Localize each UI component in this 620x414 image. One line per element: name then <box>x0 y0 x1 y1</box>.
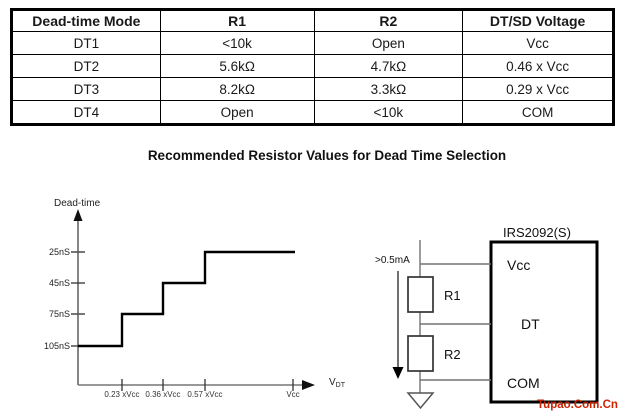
cell-mode: DT4 <box>11 100 161 125</box>
cell-voltage: 0.46 x Vcc <box>462 54 614 78</box>
pin-label-dt: DT <box>521 316 540 332</box>
y-tick-label: 105nS <box>43 341 70 351</box>
dead-time-graph <box>71 209 315 391</box>
y-tick-label: 25nS <box>48 247 70 257</box>
x-tick-label: 0.23 xVcc <box>104 390 140 399</box>
x-axis-title-sub: DT <box>335 382 346 389</box>
y-axis-title: Dead-time <box>54 198 101 209</box>
resistor-label-r1: R1 <box>444 288 461 303</box>
resistor-r1-symbol <box>407 276 434 313</box>
cell-r1: <10k <box>159 31 315 55</box>
chip-title: IRS2092(S) <box>503 225 571 240</box>
x-tick-label: 0.57 xVcc <box>187 390 223 399</box>
y-axis-arrow-icon <box>73 209 83 221</box>
ic-body <box>489 240 599 404</box>
pin-label-vcc: Vcc <box>507 257 531 273</box>
table-header-row: Dead-time Mode R1 R2 DT/SD Voltage <box>11 9 614 32</box>
cell-r1: 8.2kΩ <box>159 77 315 101</box>
x-tick-label: 0.36 xVcc <box>145 390 181 399</box>
cell-r1: 5.6kΩ <box>159 54 315 78</box>
cell-voltage: 0.29 x Vcc <box>462 77 614 101</box>
resistor-divider-schematic <box>392 240 599 410</box>
x-tick-label: Vcc <box>286 390 300 399</box>
current-label: >0.5mA <box>375 255 410 266</box>
y-tick-label: 45nS <box>48 278 70 288</box>
cell-mode: DT3 <box>11 77 161 101</box>
figure-caption: Recommended Resistor Values for Dead Tim… <box>147 148 507 163</box>
resistor-r2-symbol <box>407 335 434 372</box>
cell-r1: Open <box>159 100 315 125</box>
cell-voltage: COM <box>462 100 614 125</box>
cell-r2: <10k <box>313 100 464 125</box>
pin-label-com: COM <box>507 375 540 391</box>
y-tick-label: 75nS <box>48 309 70 319</box>
table-row: DT4 Open <10k COM <box>11 100 614 125</box>
cell-r2: 3.3kΩ <box>313 77 464 101</box>
x-axis-title-v: V <box>329 377 336 388</box>
watermark: Tupao.Com.Cn <box>537 399 618 411</box>
x-axis-title: VDT <box>329 377 346 390</box>
x-axis-arrow-icon <box>302 380 315 390</box>
cell-r2: 4.7kΩ <box>313 54 464 78</box>
cell-r2: Open <box>313 31 464 55</box>
ground-icon <box>406 392 435 410</box>
resistor-label-r2: R2 <box>444 347 461 362</box>
cell-mode: DT1 <box>11 31 161 55</box>
current-arrow-icon <box>392 367 404 379</box>
step-curve <box>78 250 295 348</box>
table-row: DT3 8.2kΩ 3.3kΩ 0.29 x Vcc <box>11 77 614 101</box>
dead-time-mode-table: Dead-time Mode R1 R2 DT/SD Voltage DT1 <… <box>10 8 615 126</box>
